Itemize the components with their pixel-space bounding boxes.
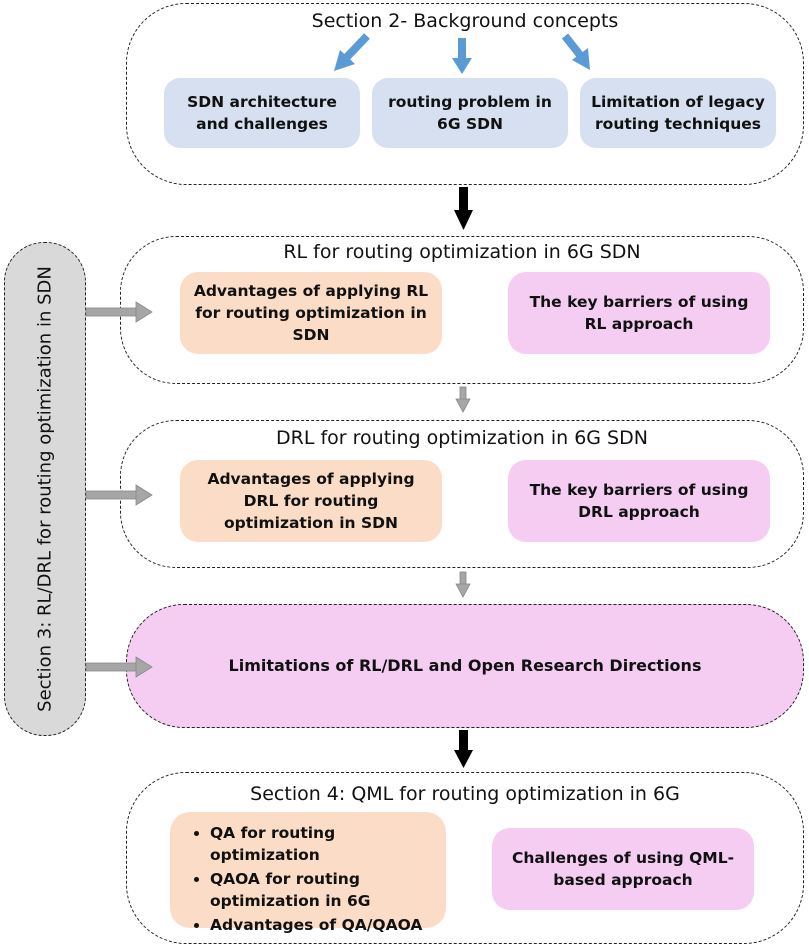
drl-section-title: DRL for routing optimization in 6G SDN — [276, 427, 648, 449]
sdn-architecture-box: SDN architecture and challenges — [164, 78, 360, 148]
list-item-advantages: Advantages of QA/QAOA — [210, 914, 446, 936]
qa-methods-list: QA for routing optimization QAOA for rou… — [184, 822, 446, 938]
blue-arrow-center — [452, 38, 472, 74]
section-4-title: Section 4: QML for routing optimization … — [250, 783, 680, 805]
section-2-container: Section 2- Background concepts — [126, 3, 804, 185]
gray-down-arrow-2 — [455, 571, 471, 598]
gray-down-arrow-1 — [455, 386, 471, 413]
section-4-container: Section 4: QML for routing optimization … — [126, 772, 804, 944]
black-arrow-2 — [454, 730, 473, 768]
rl-section-title: RL for routing optimization in 6G SDN — [283, 241, 641, 263]
gray-right-arrow-1 — [85, 301, 153, 323]
drl-barriers-box: The key barriers of using DRL approach — [508, 460, 770, 542]
rl-barriers-box: The key barriers of using RL approach — [508, 272, 770, 354]
black-arrow-1 — [454, 187, 473, 230]
gray-right-arrow-3 — [85, 656, 153, 678]
limitations-box: Limitations of RL/DRL and Open Research … — [126, 604, 804, 728]
qml-challenges-box: Challenges of using QML-based approach — [492, 828, 754, 910]
blue-arrow-left — [334, 33, 370, 71]
blue-arrow-right — [561, 33, 590, 70]
rl-advantages-box: Advantages of applying RL for routing op… — [180, 272, 442, 354]
section-2-title: Section 2- Background concepts — [311, 10, 619, 32]
section-3-sidebar: Section 3: RL/DRL for routing optimizati… — [4, 242, 86, 736]
list-item-qa: QA for routing optimization — [210, 822, 446, 866]
drl-advantages-box: Advantages of applying DRL for routing o… — [180, 460, 442, 542]
gray-right-arrow-2 — [85, 484, 153, 506]
qa-methods-box: QA for routing optimization QAOA for rou… — [170, 812, 446, 934]
legacy-routing-box: Limitation of legacy routing techniques — [580, 78, 776, 148]
list-item-qaoa: QAOA for routing optimization in 6G — [210, 868, 446, 912]
routing-problem-box: routing problem in 6G SDN — [372, 78, 568, 148]
